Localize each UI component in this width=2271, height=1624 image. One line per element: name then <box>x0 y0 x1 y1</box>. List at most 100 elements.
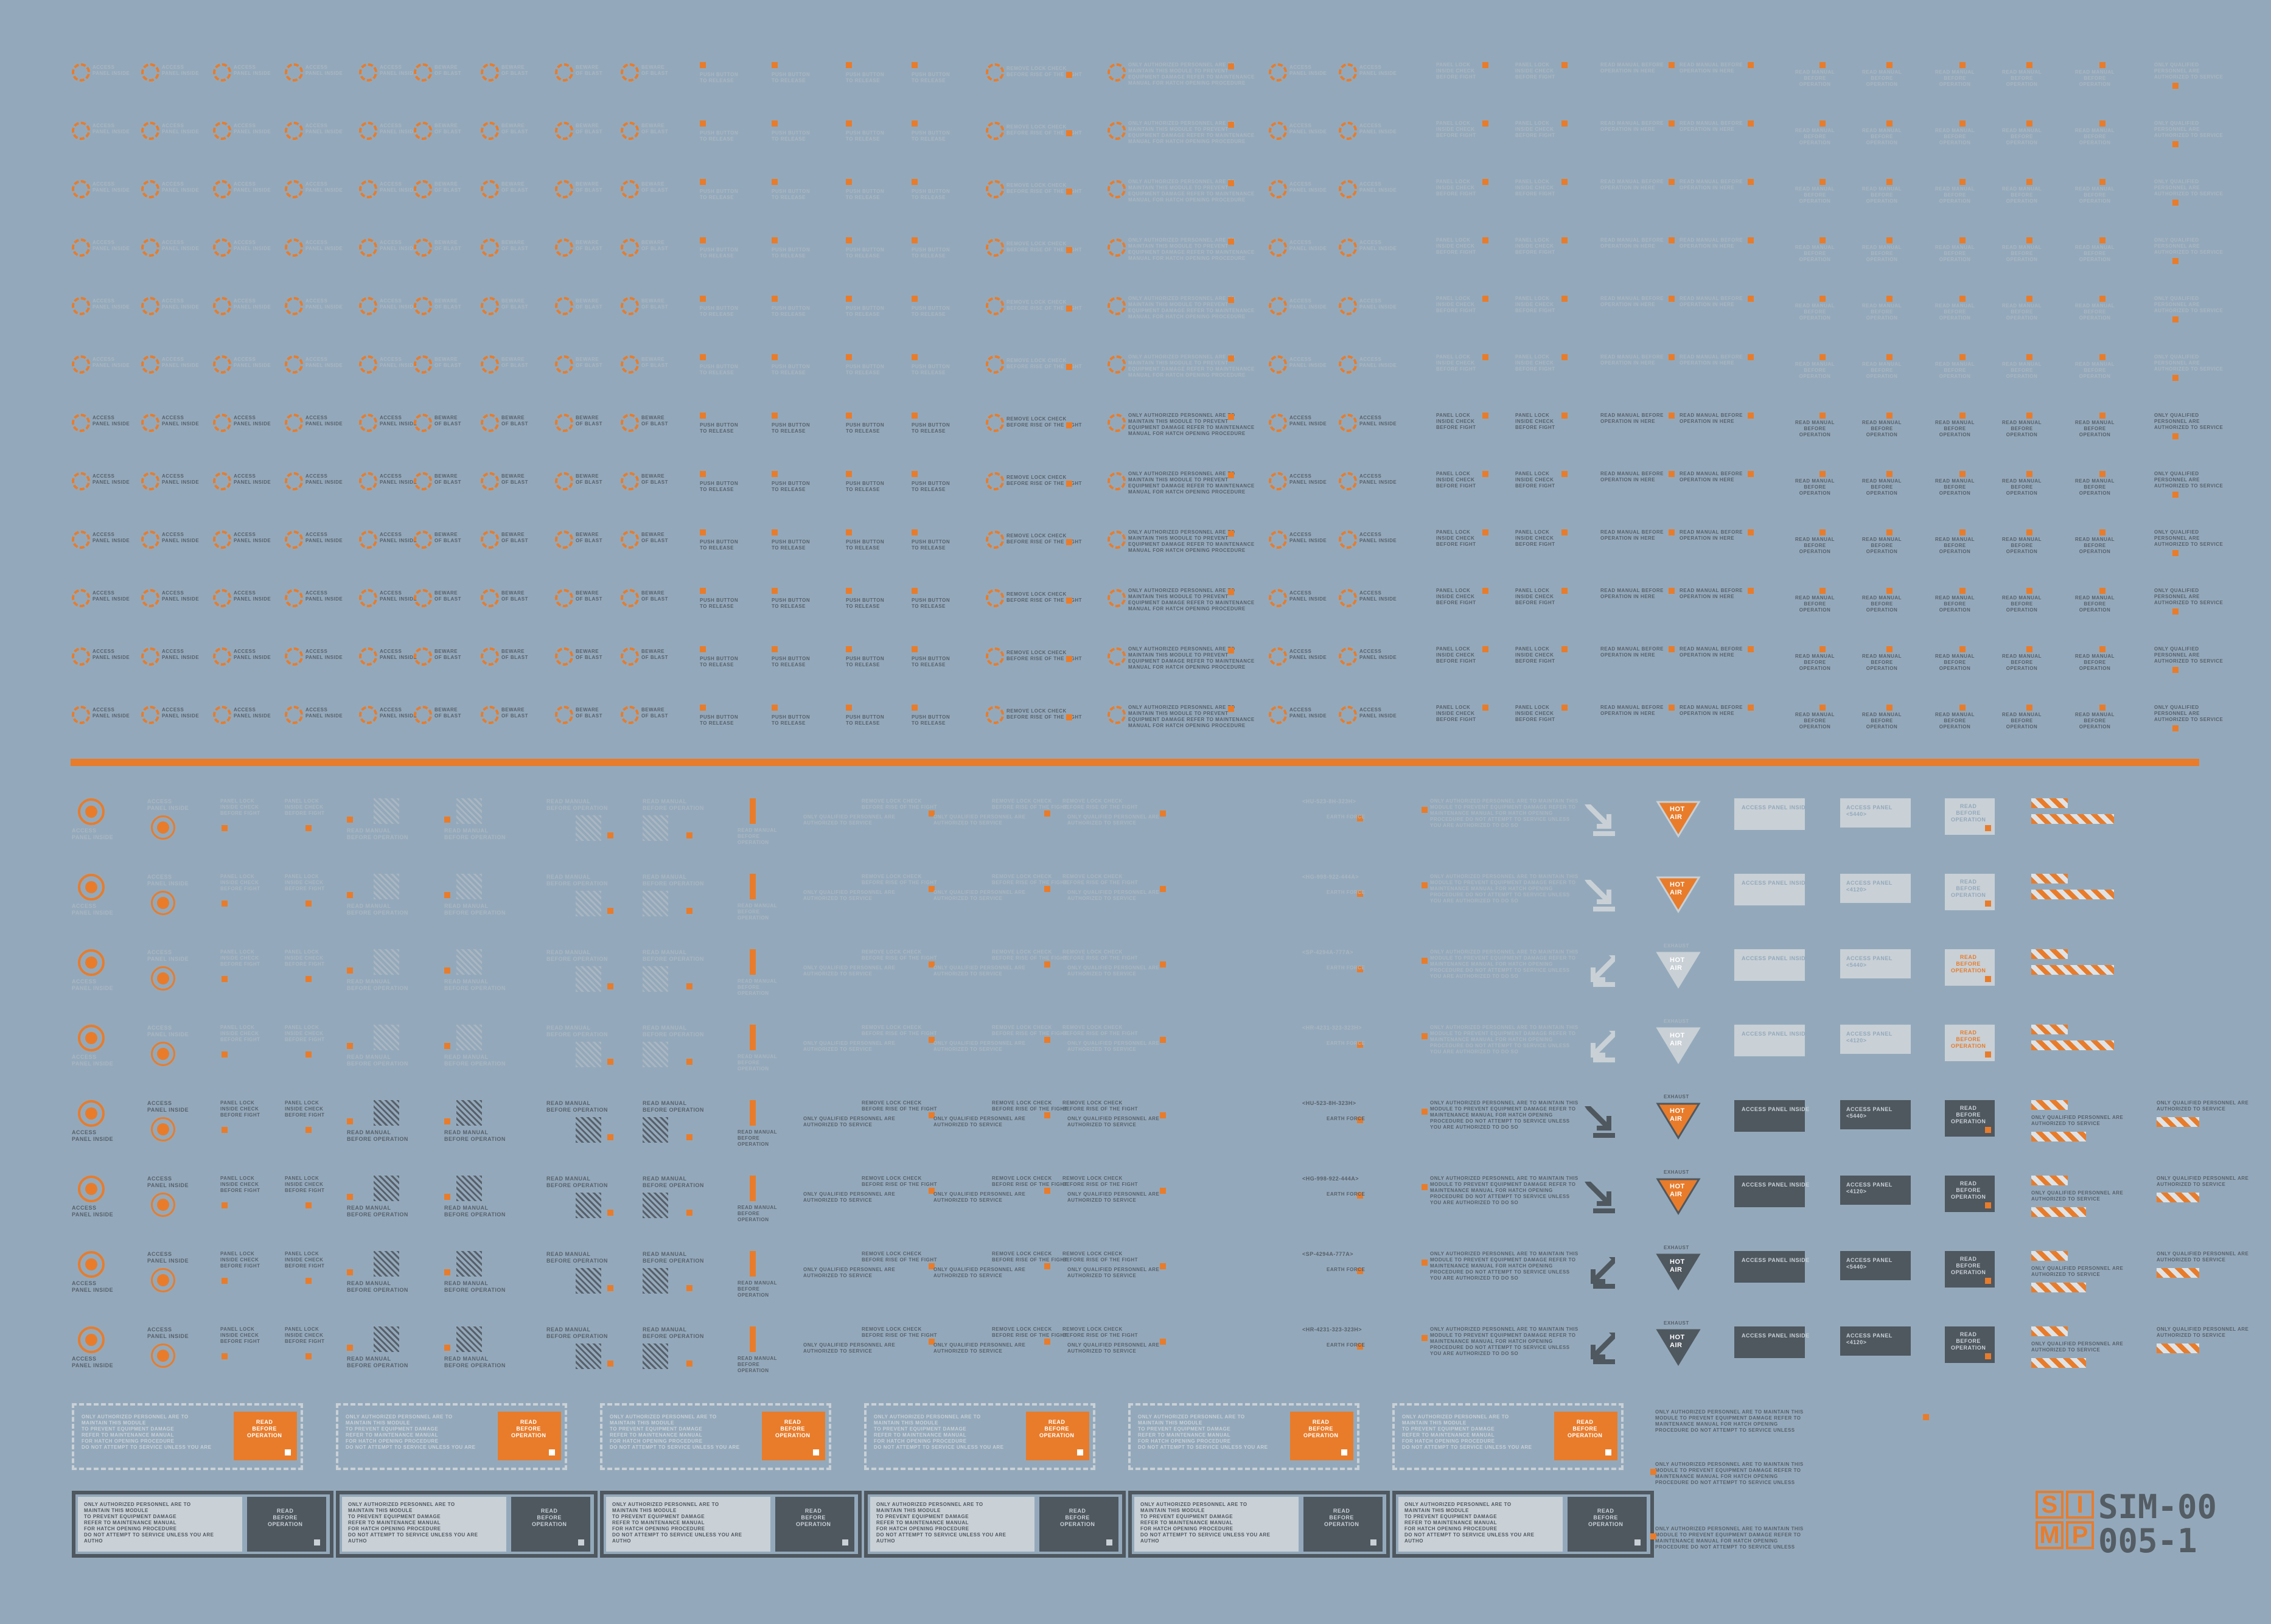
push-label-line1: PUSH BUTTON <box>772 481 811 486</box>
marker-square <box>2172 316 2179 322</box>
marker-square <box>2099 646 2105 652</box>
push-label-line2: TO RELEASE <box>772 370 806 375</box>
orange-read-line2: BEFORE <box>252 1426 277 1432</box>
push-label-line1: PUSH BUTTON <box>912 598 951 603</box>
panel-lock-line2: INSIDE CHECK <box>1515 185 1554 190</box>
marker-square <box>1561 237 1568 243</box>
marker-square <box>1160 1112 1166 1118</box>
read-stack-line1: READ MANUAL <box>2075 361 2115 367</box>
panel-lock-line3: BEFORE FIGHT <box>1515 483 1555 489</box>
read-manual-line1: READ MANUAL BEFORE <box>1600 588 1664 593</box>
access-panel-inside-text: ACCESS PANEL INSIDE <box>1742 1257 1810 1263</box>
hands-line1: REMOVE LOCK CHECK <box>992 1251 1052 1256</box>
earth-force-label: EARTH FORCE <box>1327 1267 1366 1272</box>
target-ring-icon <box>414 472 432 490</box>
panel-lock-line2: INSIDE CHECK <box>285 1031 324 1036</box>
low-arrow-r3 <box>1582 1028 1619 1068</box>
panel-line-5: DO NOT ATTEMPT TO SERVICE UNLESS YOU ARE <box>346 1445 476 1450</box>
marker-square <box>1669 471 1675 477</box>
beware-label-line2: OF BLAST <box>434 421 461 427</box>
auth-label-line4: MANUAL FOR HATCH OPENING PROCEDURE <box>1128 80 1246 86</box>
hot-label-line1: HOT <box>1670 1107 1685 1115</box>
qualified-line2: PERSONNEL ARE <box>2154 652 2200 658</box>
qualified-stripe-line1: ONLY QUALIFIED PERSONNEL ARE <box>2031 1341 2124 1347</box>
orange-read-line2: BEFORE <box>780 1426 805 1432</box>
read-op-line1: READ <box>1959 1105 1977 1111</box>
beware-label-line1: BEWARE <box>434 181 458 187</box>
marker-square <box>1669 237 1675 243</box>
marker-square <box>1959 646 1966 652</box>
access-label-line2: PANEL INSIDE <box>305 713 343 719</box>
access-big-line2: PANEL INSIDE <box>72 1287 114 1293</box>
panel-line-0: ONLY AUTHORIZED PERSONNEL ARE TO <box>346 1414 453 1420</box>
push-label-line1: PUSH BUTTON <box>772 130 811 136</box>
hands-label-line1: REMOVE LOCK CHECK <box>1006 358 1067 363</box>
read-stack-line3: OPERATION <box>1799 549 1831 554</box>
read-op-line2: BEFORE <box>1956 810 1981 816</box>
orange-read-line2: BEFORE <box>1308 1426 1333 1432</box>
read-manual-big-line1: READ MANUAL <box>444 903 489 909</box>
panel-lock-line3: BEFORE FIGHT <box>1436 249 1476 255</box>
read-stack-line2: BEFORE <box>1944 75 1966 81</box>
target-ring-icon <box>555 239 573 257</box>
access-panel-inside-text: ACCESS PANEL INSIDE <box>1742 804 1810 810</box>
earth-force: EARTH FORCE <box>1327 965 1365 971</box>
read-manual-big-line2: BEFORE OPERATION <box>347 910 408 916</box>
access-label-line1: ACCESS <box>234 649 256 654</box>
panel-lock-line3: BEFORE FIGHT <box>1515 133 1555 138</box>
beware-label-line1: BEWARE <box>501 473 525 479</box>
push-label-line1: PUSH BUTTON <box>700 539 739 545</box>
read-stack-line1: READ MANUAL <box>2075 128 2115 133</box>
hatch-pattern <box>456 1251 482 1277</box>
hazard-stripe <box>2031 1040 2114 1050</box>
marker-square <box>1228 180 1234 186</box>
arrow-icon <box>1585 880 1615 911</box>
maint-line-0: ONLY AUTHORIZED PERSONNEL ARE TO MAINTAI… <box>1430 798 1579 804</box>
read-small-line1: READ MANUAL <box>738 1280 778 1286</box>
marker-square <box>1561 413 1568 419</box>
marker-square <box>222 976 228 982</box>
access-top-line2: PANEL INSIDE <box>147 1182 189 1188</box>
read-stack-line1: READ MANUAL <box>1935 128 1975 133</box>
auth-label-line1: ONLY AUTHORIZED PERSONNEL ARE TO <box>1128 529 1235 535</box>
maint-line-4: YOU ARE AUTHORIZED TO DO SO <box>1430 1351 1519 1356</box>
maint-para: ONLY AUTHORIZED PERSONNEL ARE TO MAINTAI… <box>1430 1025 1579 1055</box>
access-label-line1: ACCESS <box>162 181 184 187</box>
push-label-line2: TO RELEASE <box>912 487 946 492</box>
hazard-stripe <box>2157 1193 2199 1202</box>
target-ring-icon <box>1108 589 1126 607</box>
target-ring-icon <box>213 472 231 490</box>
access-big-line2: PANEL INSIDE <box>72 1211 114 1218</box>
marker-square <box>1357 1343 1363 1350</box>
access-panel-box <box>1734 1176 1805 1207</box>
earth-force: EARTH FORCE <box>1327 1040 1365 1047</box>
access-label-line2: PANEL INSIDE <box>1359 421 1397 427</box>
dark-panel-line-5: DO NOT ATTEMPT TO SERVICE UNLESS YOU ARE <box>1140 1532 1271 1538</box>
hatch-pattern <box>374 874 399 899</box>
marker-square <box>846 296 852 302</box>
qualified-line1: ONLY QUALIFIED <box>2154 237 2199 243</box>
panel-lock-line1: PANEL LOCK <box>220 949 255 955</box>
